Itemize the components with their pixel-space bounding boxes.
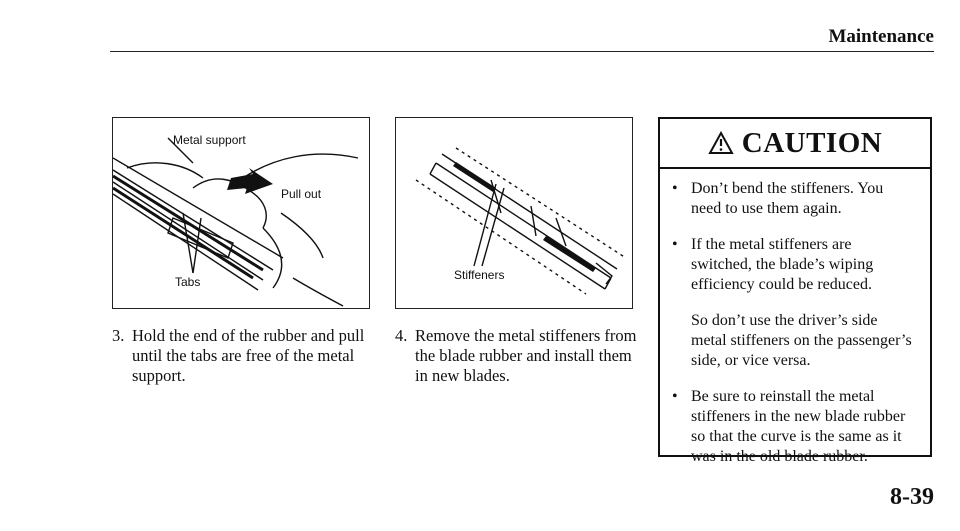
step-number: 4. [395, 326, 408, 345]
label-stiffeners: Stiffeners [454, 268, 505, 282]
caution-box: CAUTION • Don’t bend the stiffeners. You… [658, 117, 932, 465]
caution-item-text: Be sure to reinstall the metal stiffener… [691, 388, 906, 465]
caution-item-text: Don’t bend the stiffeners. You need to u… [691, 180, 884, 217]
wiper-blade-pull-illustration [113, 137, 359, 307]
caution-item: • Don’t bend the stiffeners. You need to… [670, 179, 916, 219]
bullet-glyph: • [672, 180, 678, 197]
figure-pull-out-rubber: Metal support Pull out Tabs [112, 117, 370, 309]
caution-title: CAUTION [741, 126, 883, 159]
label-metal-support: Metal support [173, 133, 246, 147]
step-number: 3. [112, 326, 125, 345]
caution-paragraph: So don’t use the driver’s side metal sti… [691, 312, 912, 369]
warning-triangle-icon [708, 131, 734, 154]
step-3: 3. Hold the end of the rubber and pull u… [112, 326, 374, 386]
caution-item-text: If the metal stiffeners are switched, th… [691, 236, 874, 293]
caution-item: • If the metal stiffeners are switched, … [670, 235, 916, 295]
step-text: Remove the metal stiffeners from the bla… [415, 326, 637, 385]
header-rule [110, 51, 934, 52]
bullet-glyph: • [672, 388, 678, 405]
bullet-glyph: • [672, 236, 678, 253]
stiffeners-illustration [415, 147, 627, 295]
figure-stiffeners: Stiffeners [395, 117, 633, 309]
label-pull-out: Pull out [281, 187, 322, 201]
step-text: Hold the end of the rubber and pull unti… [132, 326, 365, 385]
label-tabs: Tabs [175, 275, 201, 289]
page-header-title: Maintenance [828, 26, 934, 47]
caution-header: CAUTION [660, 119, 930, 169]
page-number: 8-39 [890, 484, 934, 510]
caution-body: • Don’t bend the stiffeners. You need to… [660, 169, 930, 467]
caution-item: • Be sure to reinstall the metal stiffen… [670, 387, 916, 467]
step-4: 4. Remove the metal stiffeners from the … [395, 326, 647, 386]
